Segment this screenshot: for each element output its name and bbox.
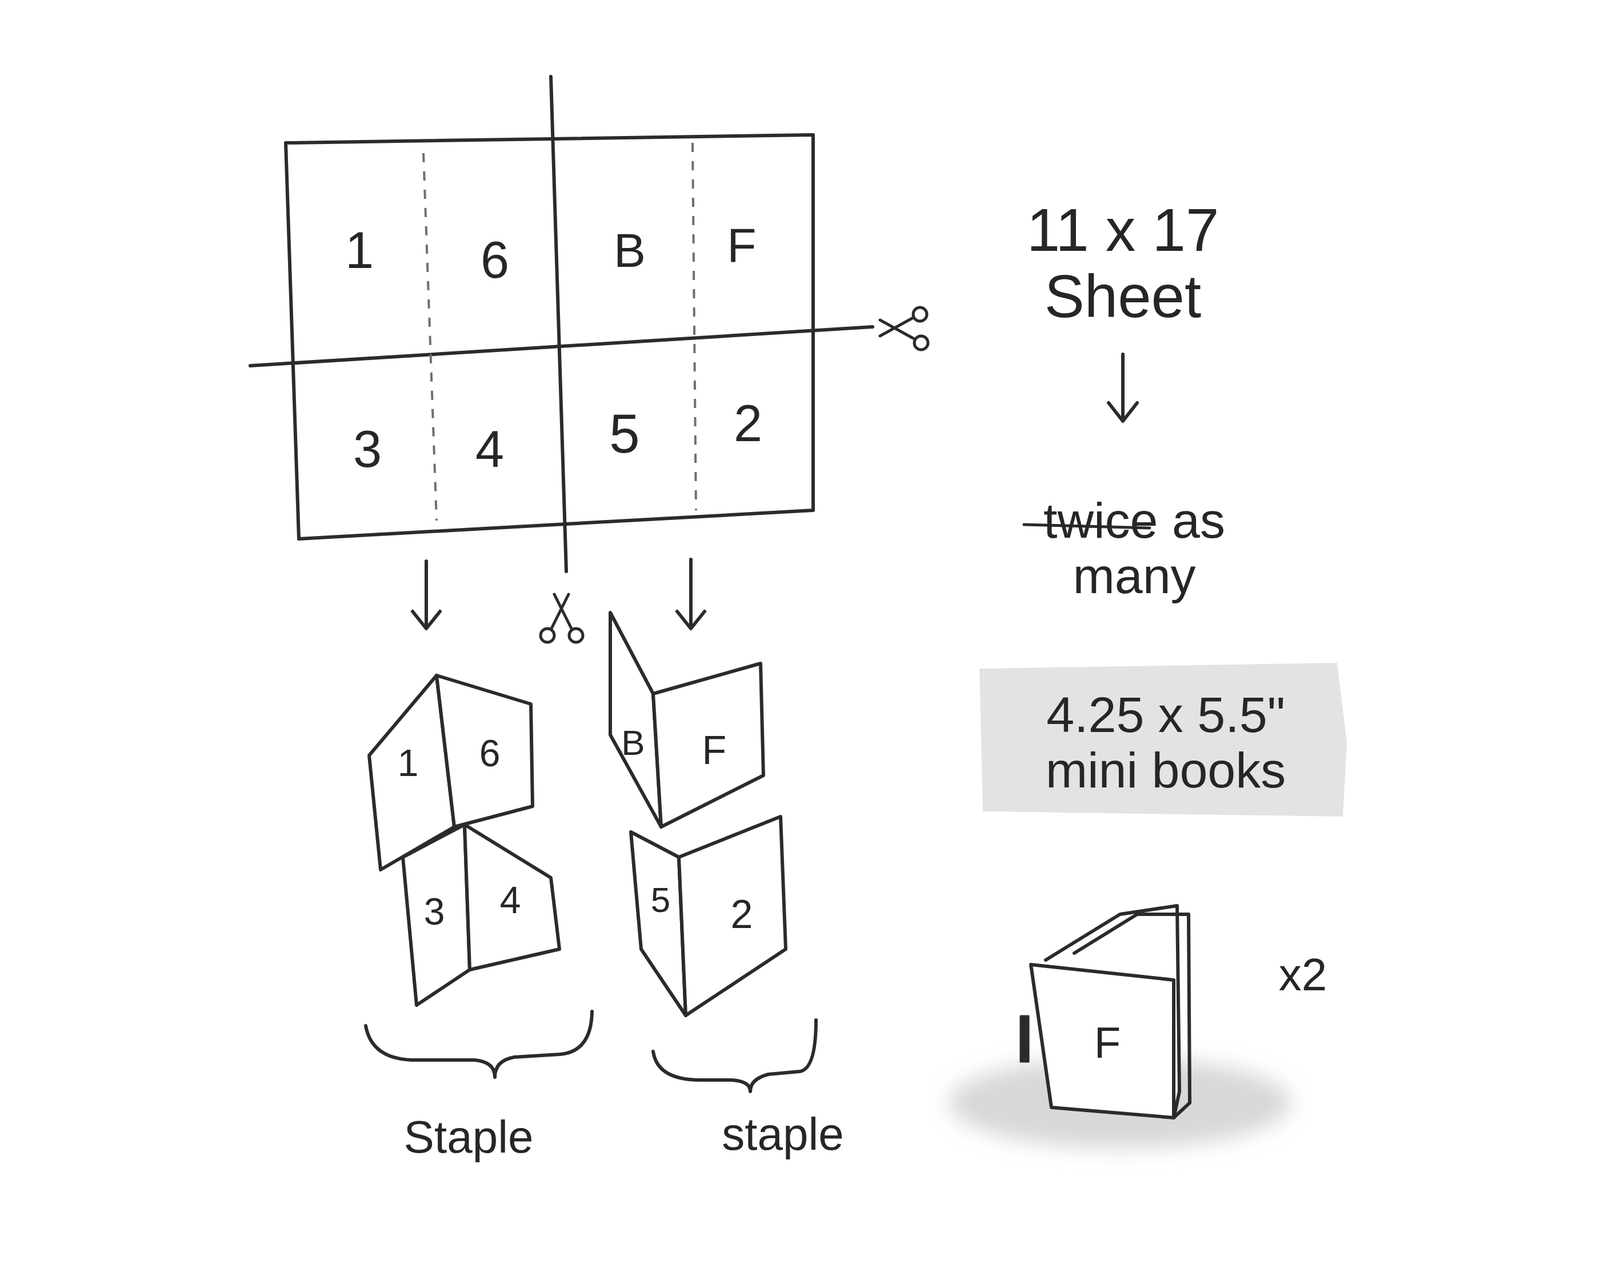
down-arrow [677, 559, 705, 629]
page-letter: F [702, 728, 727, 773]
curly-brace [653, 1020, 816, 1092]
highlight-band [979, 662, 1347, 817]
page-number: 3 [424, 890, 446, 933]
cover-letter: F [1094, 1018, 1121, 1067]
staple-note: Staple [404, 1112, 534, 1163]
down-arrow [412, 561, 440, 629]
book-size-note: 4.25 x 5.5" mini books [1000, 687, 1332, 799]
panel-number: 6 [480, 232, 510, 289]
page-letter: B [621, 723, 645, 763]
book-panel [653, 663, 764, 827]
panel-number: 4 [475, 421, 504, 478]
book-icon [1020, 905, 1190, 1118]
fold-line [692, 142, 696, 511]
note-text: twice as many [1011, 493, 1258, 604]
staple-note: staple [721, 1109, 844, 1160]
vertical-cut-line [550, 76, 567, 572]
panel-letter: B [613, 224, 646, 277]
panel-letter: F [726, 218, 756, 272]
page-number: 2 [730, 892, 754, 937]
panel-number: 1 [345, 222, 374, 279]
multiplier-note: x2 [1278, 949, 1328, 1000]
scissors-icon [880, 307, 928, 350]
panel-number: 5 [609, 403, 640, 464]
down-arrow [1108, 354, 1138, 422]
book-panel [436, 675, 533, 827]
book-panel [402, 824, 470, 1006]
page-number: 5 [650, 880, 671, 920]
book-panel [464, 824, 560, 970]
curly-brace [365, 1011, 592, 1078]
horizontal-cut-line [250, 326, 873, 366]
scissors-icon [540, 594, 583, 643]
panel-number: 3 [353, 421, 382, 478]
page-number: 6 [479, 732, 501, 775]
book-panel [678, 816, 786, 1016]
page-number: 1 [397, 742, 419, 784]
fold-line [423, 153, 437, 521]
panel-number: 2 [733, 395, 763, 452]
page-number: 4 [500, 879, 522, 922]
sheet-size-note: 11 x 17 Sheet [1000, 197, 1246, 330]
